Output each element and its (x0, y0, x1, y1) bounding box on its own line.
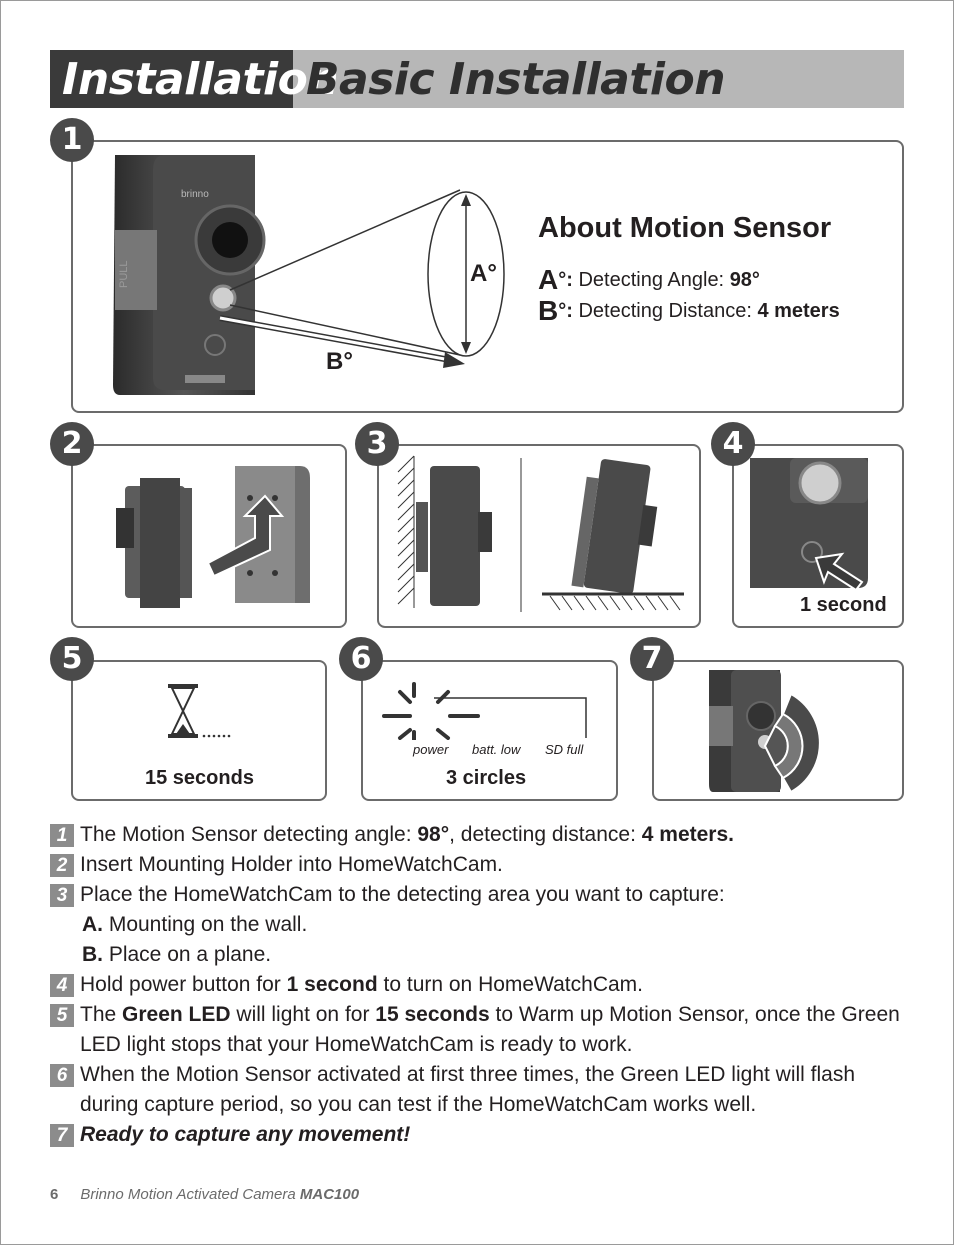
step-item: 7 Ready to capture any movement! (50, 1120, 910, 1150)
mounting-holder-illustration (116, 466, 310, 608)
led-label-power: power (413, 742, 449, 757)
step-sub-item: B. Place on a plane. (82, 943, 272, 966)
step-text: The Motion Sensor detecting angle: (80, 823, 418, 846)
step-badge: 7 (50, 1124, 74, 1147)
footer-model: MAC100 (299, 1186, 360, 1203)
step-text: Ready to capture any movement! (80, 1123, 411, 1146)
step-number-badge: 4 (711, 422, 755, 466)
distance-label: B° (326, 348, 353, 375)
power-button-illustration (750, 458, 868, 590)
step-text: 1 second (286, 973, 378, 996)
step-text: to turn on HomeWatchCam. (377, 973, 644, 996)
step-item: 6 When the Motion Sensor activated at fir… (50, 1060, 910, 1120)
step-badge: 3 (50, 884, 74, 907)
step-badge: 2 (50, 854, 74, 877)
led-label-sd-full: SD full (545, 742, 584, 757)
page-number: 6 (50, 1186, 59, 1203)
step-badge: 5 (50, 1004, 74, 1027)
step-item: 3 Place the HomeWatchCam to the detectin… (50, 880, 910, 910)
hourglass-icon (168, 684, 231, 738)
step-text: Insert Mounting Holder into HomeWatchCam… (80, 853, 503, 876)
flashing-led-icon (382, 682, 587, 740)
step-text: Hold power button for (80, 973, 287, 996)
wall-and-plane-illustration (397, 455, 684, 612)
step-item: 4 Hold power button for 1 second to turn … (50, 970, 910, 1000)
step-text: Green LED (122, 1003, 231, 1026)
panel-warm-up (71, 660, 327, 801)
section-label: Installation (62, 54, 339, 105)
camera-detecting-illustration (709, 670, 821, 794)
step-number-badge: 3 (355, 422, 399, 466)
step-text: will light on for (230, 1003, 376, 1026)
pull-label: PULL (118, 260, 130, 288)
led-label-batt-low: batt. low (472, 742, 521, 757)
warm-up-duration-caption: 15 seconds (145, 767, 254, 789)
step-text: The (80, 1003, 123, 1026)
step-sub-item: A. Mounting on the wall. (82, 913, 308, 936)
step-text: When the Motion Sensor activated at firs… (80, 1063, 856, 1116)
step-number-badge: 7 (630, 637, 674, 681)
power-duration-caption: 1 second (800, 594, 887, 616)
instruction-steps: 1 The Motion Sensor detecting angle: 98°,… (50, 820, 910, 1150)
angle-label: A° (470, 260, 497, 287)
page-footer: 6 Brinno Motion Activated Camera MAC100 (50, 1186, 359, 1203)
footer-text: Brinno Motion Activated Camera (80, 1186, 300, 1203)
step-badge: 4 (50, 974, 74, 997)
page-title: Basic Installation (306, 54, 726, 105)
detecting-distance-line: B°: Detecting Distance: 4 meters (538, 295, 840, 326)
page-header: Installation Basic Installation (50, 50, 904, 108)
motion-sensor-title: About Motion Sensor (538, 212, 832, 244)
brand-label: brinno (181, 189, 209, 200)
step-item: 1 The Motion Sensor detecting angle: 98°,… (50, 820, 910, 850)
step-number-badge: 6 (339, 637, 383, 681)
step-item: 5 The Green LED will light on for 15 seco… (50, 1000, 910, 1060)
step-badge: 6 (50, 1064, 74, 1087)
step-text: 98° (417, 823, 450, 846)
step-item: 2 Insert Mounting Holder into HomeWatchCa… (50, 850, 910, 880)
step-number-badge: 5 (50, 637, 94, 681)
panel-led-flash (361, 660, 618, 801)
detecting-angle-line: A°: Detecting Angle: 98° (538, 264, 760, 295)
step-text: to Warm up Motion Sensor, once the Green… (80, 1003, 900, 1056)
section-tab: Installation (50, 50, 339, 108)
step-text: 15 seconds (375, 1003, 490, 1026)
flash-count-caption: 3 circles (446, 767, 527, 789)
step-badge: 1 (50, 824, 74, 847)
step-number-badge: 2 (50, 422, 94, 466)
camera-illustration: PULL brinno (113, 155, 505, 395)
step-text: 4 meters. (641, 823, 734, 846)
step-text: Place the HomeWatchCam to the detecting … (80, 883, 725, 906)
step-text: , detecting distance: (449, 823, 642, 846)
step-number-badge: 1 (50, 118, 94, 162)
